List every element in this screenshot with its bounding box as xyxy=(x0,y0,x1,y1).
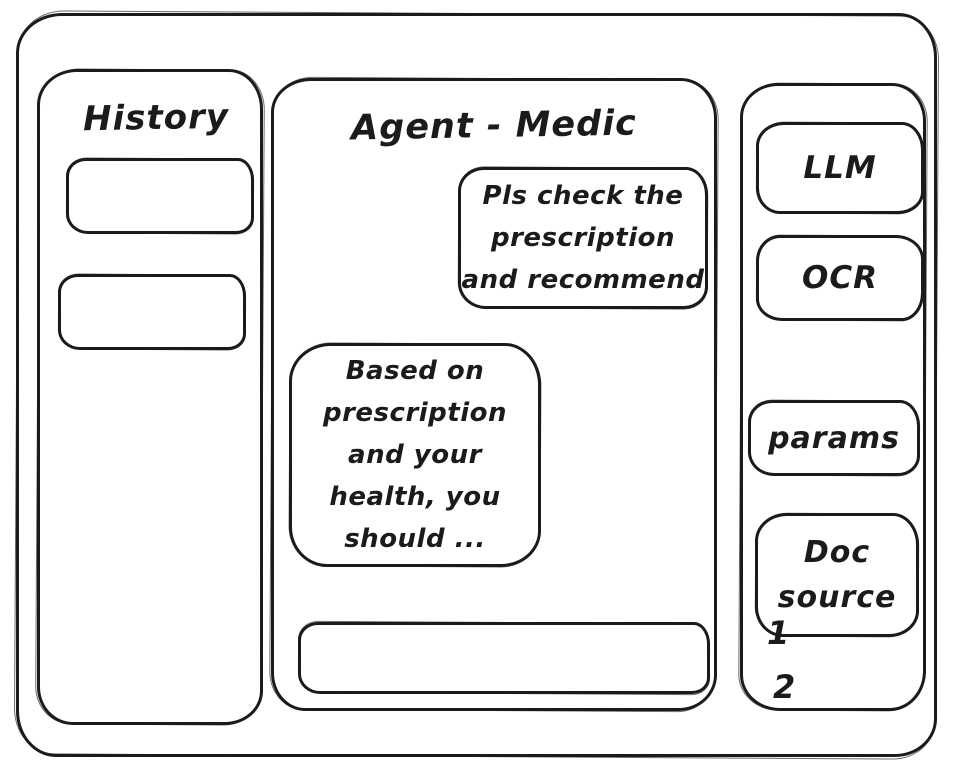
history-item[interactable] xyxy=(66,158,254,234)
doc-source-button[interactable]: Doc source xyxy=(755,513,919,637)
message-input-container xyxy=(298,622,710,694)
agent-message-bubble: Based on prescription and your health, y… xyxy=(289,343,541,567)
history-item[interactable] xyxy=(58,274,246,350)
llm-button[interactable]: LLM xyxy=(756,122,924,214)
user-message-bubble: Pls check the prescription and recommend xyxy=(458,167,708,309)
chat-panel: Agent - Medic Pls check the prescription… xyxy=(271,78,717,711)
doc-source-item-2[interactable]: 2 xyxy=(773,668,797,706)
params-button[interactable]: params xyxy=(748,400,920,476)
chat-title: Agent - Medic xyxy=(350,103,638,149)
doc-source-item-1[interactable]: 1 xyxy=(767,614,791,652)
ocr-button[interactable]: OCR xyxy=(756,235,924,321)
history-title: History xyxy=(82,96,230,140)
history-panel: History xyxy=(37,69,263,725)
app-window-frame: History Agent - Medic Pls check the pres… xyxy=(16,13,937,757)
message-input[interactable] xyxy=(301,625,707,691)
tools-panel: LLM OCR params Doc source 1 2 xyxy=(740,83,926,711)
